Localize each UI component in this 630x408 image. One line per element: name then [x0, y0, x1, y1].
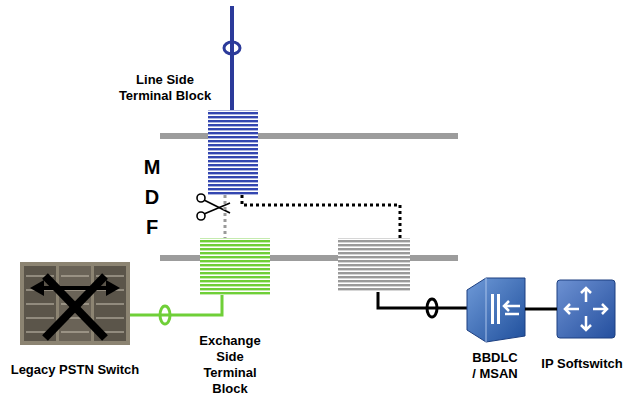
switch-icon	[20, 262, 130, 345]
node-label: IP Softswitch	[536, 356, 628, 372]
mdf-bar	[160, 133, 458, 139]
softswitch-icon	[557, 280, 615, 338]
exchange-block	[200, 238, 270, 295]
exchange-side-block: Exchange Side Terminal Block	[200, 238, 270, 295]
cable-connector	[224, 195, 227, 238]
mdf-letter: D	[142, 186, 162, 208]
line-block	[208, 110, 258, 195]
line-cable	[230, 6, 234, 110]
mdf-letter: M	[142, 156, 162, 178]
line-side-block: Line Side Terminal Block	[208, 110, 258, 195]
cable-connector	[525, 308, 557, 311]
node-label: Legacy PSTN Switch	[5, 362, 145, 378]
pstn-switch: Legacy PSTN Switch	[20, 262, 130, 345]
cable-loop	[224, 42, 240, 54]
new-block	[338, 238, 410, 292]
node-label: Line Side Terminal Block	[110, 72, 220, 104]
new-jumper	[242, 195, 400, 238]
node-label: Exchange Side Terminal Block	[190, 333, 270, 397]
mdf-letter: F	[142, 216, 162, 238]
msan-node: BBDLC / MSAN	[467, 278, 525, 342]
msan-cable	[378, 292, 467, 308]
cable-connector	[130, 295, 222, 315]
cable-loop	[427, 299, 437, 317]
softswitch-node: IP Softswitch	[557, 280, 615, 338]
msan-icon	[467, 278, 525, 342]
node-label: BBDLC / MSAN	[470, 350, 520, 382]
